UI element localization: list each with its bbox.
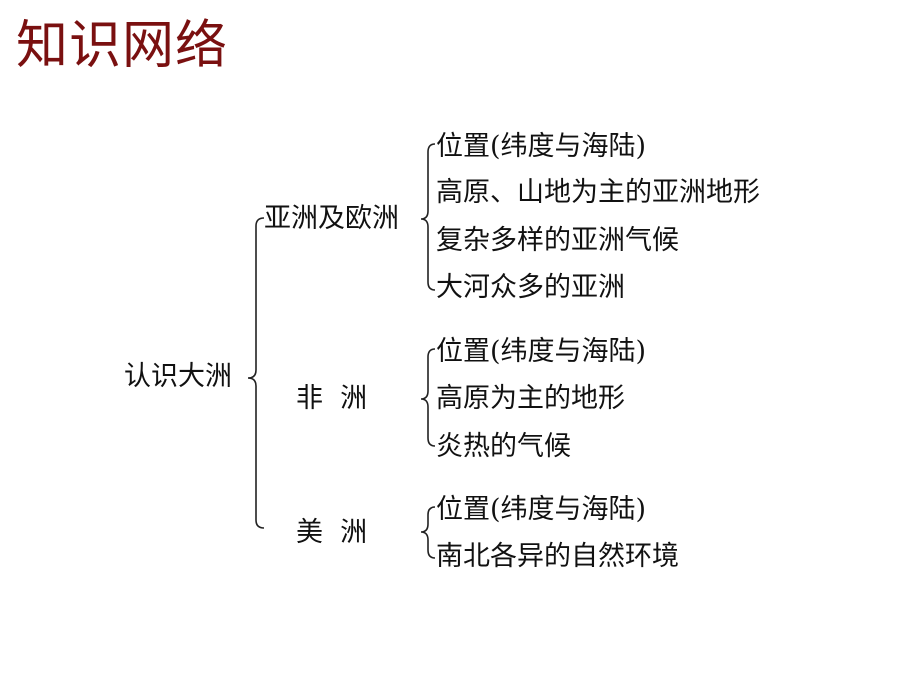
root-label: 认识大洲	[124, 361, 232, 392]
item-asia-rivers: 大河众多的亚洲	[436, 272, 625, 303]
item-asia-position: 位置(纬度与海陆)	[436, 131, 647, 162]
item-africa-position: 位置(纬度与海陆)	[436, 336, 647, 367]
group-label-america: 美 洲	[296, 517, 368, 548]
page-title: 知识网络	[16, 16, 229, 76]
item-africa-terrain: 高原为主的地形	[436, 383, 625, 414]
group-label-africa: 非 洲	[296, 383, 368, 414]
group-label-asia-europe: 亚洲及欧洲	[264, 203, 399, 234]
item-america-environment: 南北各异的自然环境	[436, 541, 679, 572]
group-brace-africa	[420, 348, 436, 447]
item-asia-climate: 复杂多样的亚洲气候	[436, 225, 679, 256]
group-brace-asia-europe	[420, 143, 436, 291]
group-brace-america	[420, 506, 436, 559]
item-asia-terrain: 高原、山地为主的亚洲地形	[436, 177, 760, 208]
root-brace	[247, 217, 265, 529]
item-america-position: 位置(纬度与海陆)	[436, 494, 647, 525]
item-africa-climate: 炎热的气候	[436, 431, 571, 462]
